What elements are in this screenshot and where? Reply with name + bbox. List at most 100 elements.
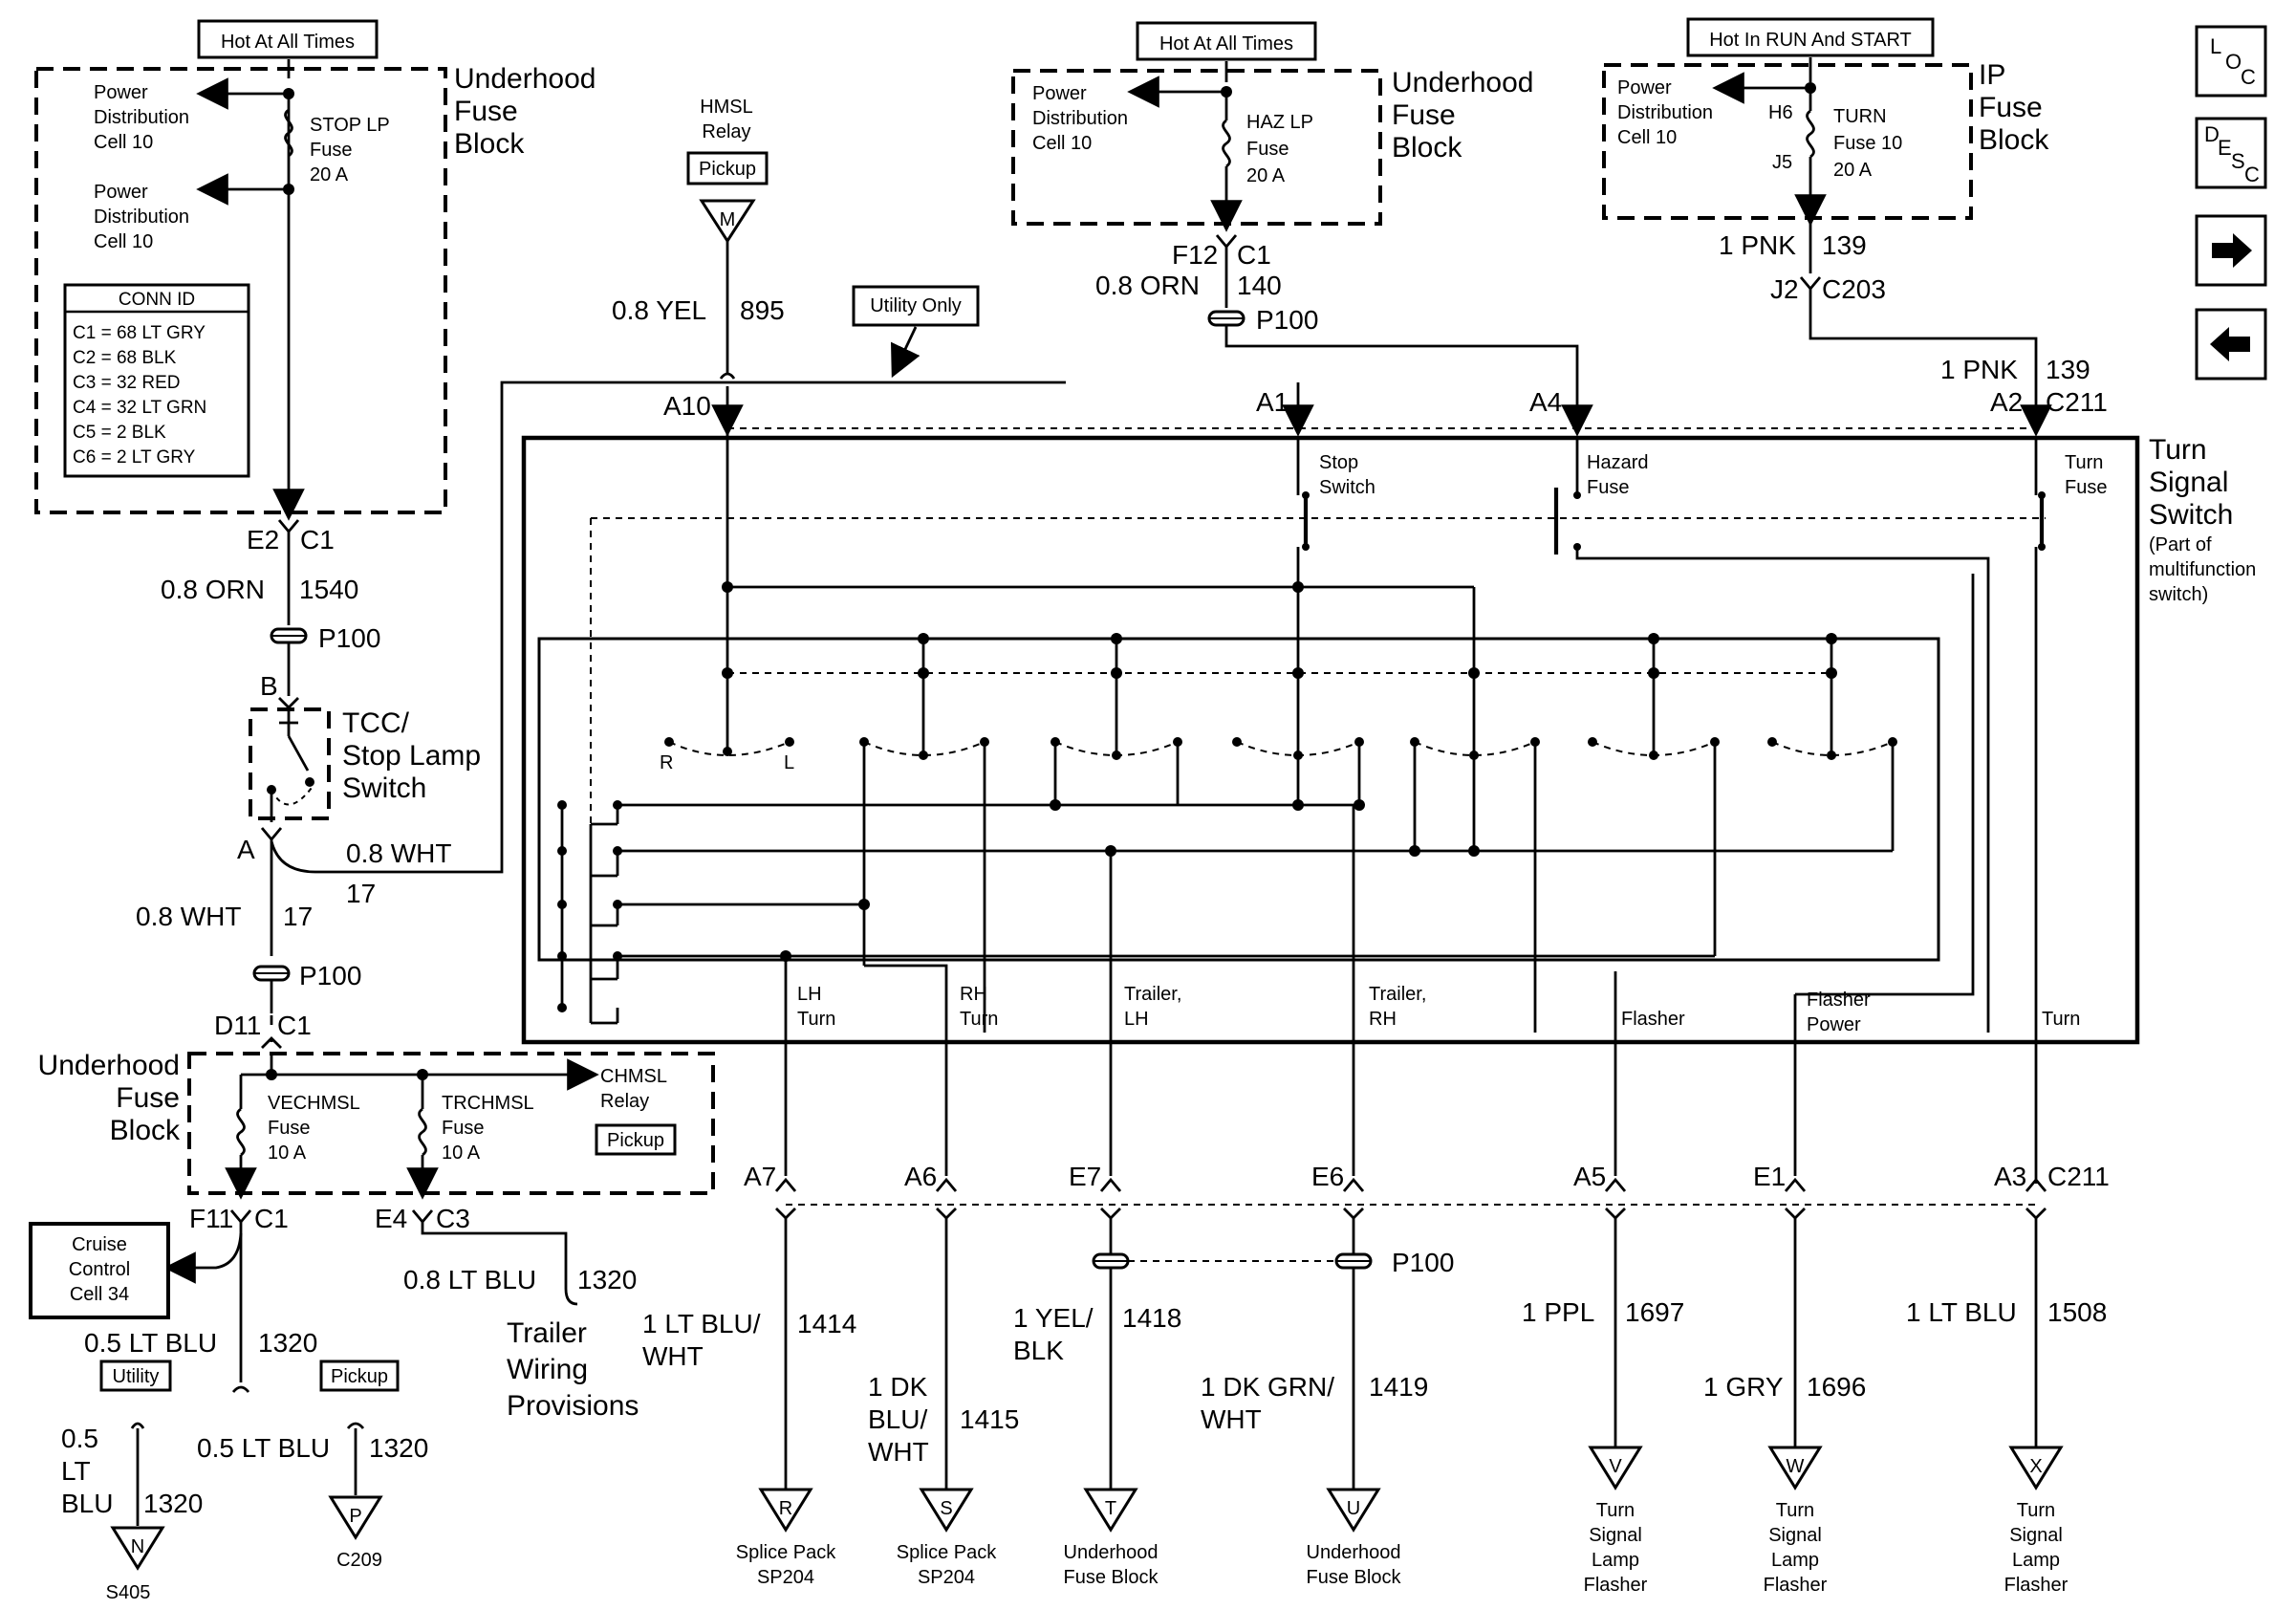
connector-pin-top <box>1099 1177 1122 1192</box>
wht-17-number: 17 <box>283 902 313 931</box>
hot-label-right: Hot In RUN And START <box>1709 30 1912 51</box>
arrow-right-icon[interactable] <box>2195 214 2267 287</box>
term-n-label: S405 <box>106 1582 151 1603</box>
terminal-label: Flasher <box>1764 1575 1828 1596</box>
middle-fuse-title-2: Fuse <box>1392 99 1456 131</box>
wire-139-a-number: 139 <box>1822 230 1867 260</box>
arrow-left-icon[interactable] <box>2195 308 2267 381</box>
p100-top-label: P100 <box>1256 305 1318 335</box>
w1414-3: 1414 <box>797 1309 856 1338</box>
hmsl-1: HMSL <box>700 97 753 118</box>
chmsl-relay-1: CHMSL <box>600 1066 667 1087</box>
wire-17-to-switch <box>270 381 1066 874</box>
stop-lp-fuse-1: STOP LP <box>310 115 390 136</box>
out-lh-turn-1: LH <box>797 984 822 1005</box>
wire-1320-c-number: 1320 <box>369 1433 428 1463</box>
term-n-letter: N <box>131 1536 144 1557</box>
left-column-wiring: E2 C1 0.8 ORN 1540 P100 B TCC/ Stop Lamp… <box>136 381 1066 1049</box>
hot-label-left-text: Hot At All Times <box>221 32 355 53</box>
haz-lp-1: HAZ LP <box>1246 112 1313 133</box>
svg-text:E: E <box>2218 136 2232 160</box>
left-pdc-top-1: Power <box>94 82 148 103</box>
terminal-label: SP204 <box>918 1567 975 1588</box>
lower-fuse-title-3: Block <box>110 1115 181 1146</box>
turn-fuse-lbl-1: Turn <box>2065 452 2103 473</box>
p100-connector-b <box>252 965 291 982</box>
c211-pin-label: E1 <box>1753 1162 1786 1191</box>
terminal-triangle <box>2008 1446 2064 1490</box>
connector-pin-top <box>935 1177 958 1192</box>
a2-label: A2 <box>1990 387 2023 417</box>
left-pdc-bot-2: Distribution <box>94 207 189 228</box>
svg-text:C: C <box>2241 65 2256 89</box>
w1697-2: 1697 <box>1625 1297 1684 1327</box>
ip-pdc-3: Cell 10 <box>1617 127 1677 148</box>
wire-140-color: 0.8 ORN <box>1095 271 1200 300</box>
wire-1540-color: 0.8 ORN <box>161 575 265 604</box>
trchmsl-fuse-icon <box>418 1107 427 1157</box>
w1415-1: 1 DK <box>868 1372 928 1402</box>
terminal-label: Underhood <box>1064 1542 1159 1563</box>
turn-fuse-lbl-2: Fuse <box>2065 477 2107 498</box>
e4-c3-label: C3 <box>436 1204 470 1233</box>
switch-l: L <box>784 752 794 773</box>
pickup-label: Pickup <box>331 1366 388 1387</box>
tcc-switch-blade <box>287 735 310 772</box>
switch-sub-1: (Part of <box>2149 534 2212 555</box>
loc-icon[interactable]: L O C <box>2195 25 2267 98</box>
utility-only: Utility Only <box>870 295 962 316</box>
term-m: M <box>720 209 736 230</box>
left-fuse-title-2: Fuse <box>454 96 518 127</box>
svg-text:O: O <box>2225 50 2242 74</box>
hot-label-left <box>197 19 379 59</box>
wire-1320-b-2: LT <box>61 1456 91 1486</box>
wire-1320-b-3: BLU <box>61 1489 113 1518</box>
left-fuse-block-outline <box>34 67 447 514</box>
p100-connector-top <box>1207 310 1245 327</box>
f12-label: F12 <box>1172 240 1218 270</box>
wht-out-number: 17 <box>346 879 376 908</box>
trchmsl-2: Fuse <box>442 1118 484 1139</box>
utility-label: Utility <box>113 1366 160 1387</box>
hazard-fuse-1: Hazard <box>1587 452 1648 473</box>
w1508-2: 1508 <box>2047 1297 2107 1327</box>
term-p-label: C209 <box>336 1550 382 1571</box>
out-rh-turn-2: Turn <box>960 1009 998 1030</box>
hmsl-pickup: Pickup <box>699 159 756 180</box>
terminal-triangle <box>919 1488 974 1533</box>
turn-fuse-icon <box>1806 109 1815 159</box>
middle-pdc-2: Distribution <box>1032 108 1128 129</box>
p100-b-label: P100 <box>299 961 361 990</box>
w1415-3: WHT <box>868 1437 929 1467</box>
cruise-2: Control <box>69 1259 130 1280</box>
wire-1320-d-number: 1320 <box>577 1265 637 1295</box>
term-p-letter: P <box>349 1506 361 1527</box>
turn-fuse-1: TURN <box>1833 106 1887 127</box>
a4-label: A4 <box>1529 387 1562 417</box>
connector-pin-bottom <box>1605 1208 1626 1220</box>
w1414-1: 1 LT BLU/ <box>642 1309 761 1338</box>
trchmsl-3: 10 A <box>442 1142 481 1164</box>
terminal-letter: W <box>1787 1456 1805 1477</box>
f11-c1-label: C1 <box>254 1204 289 1233</box>
c211-bottom-label: C211 <box>2047 1162 2110 1191</box>
conn-id-title: CONN ID <box>119 290 195 310</box>
terminal-label: Flasher <box>1584 1575 1648 1596</box>
trchmsl-1: TRCHMSL <box>442 1093 534 1114</box>
switch-title-1: Turn <box>2149 434 2207 466</box>
terminal-label: Splice Pack <box>736 1542 836 1563</box>
desc-icon[interactable]: D E S C <box>2195 117 2267 189</box>
c211-pin-label: A5 <box>1573 1162 1606 1191</box>
ip-fuse-title-1: IP <box>1979 59 2005 91</box>
c211-pin-label: E6 <box>1311 1162 1344 1191</box>
middle-fuse-title-1: Underhood <box>1392 67 1533 98</box>
hot-label-middle: Hot At All Times <box>1159 33 1293 54</box>
vechmsl-2: Fuse <box>268 1118 310 1139</box>
terminal-label: Flasher <box>2004 1575 2069 1596</box>
c211-pin-label: A6 <box>904 1162 937 1191</box>
ip-pin-h6: H6 <box>1768 102 1793 123</box>
connector-pin-top <box>2025 1177 2047 1192</box>
out-trailer-lh-1: Trailer, <box>1124 984 1181 1005</box>
out-turn: Turn <box>2042 1009 2080 1030</box>
vechmsl-fuse-icon <box>236 1107 246 1157</box>
